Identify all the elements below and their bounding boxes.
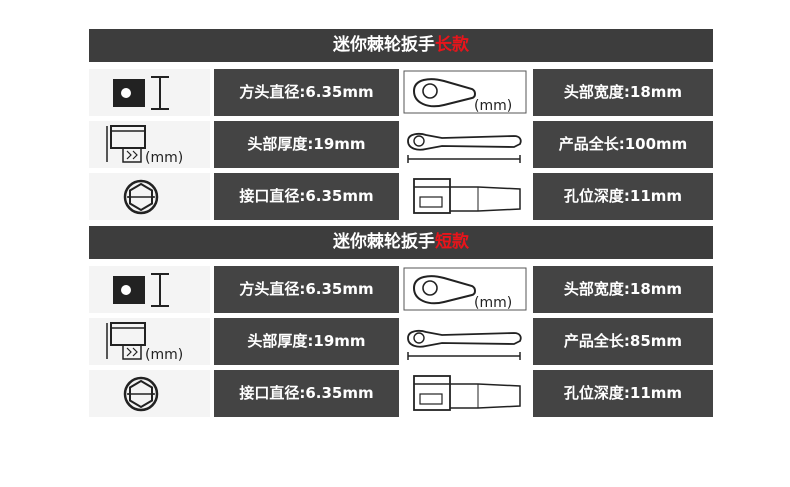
spec-label: 孔位深度:11mm [533, 173, 713, 220]
spec-label: 孔位深度:11mm [533, 370, 713, 417]
section-title-highlight: 长款 [435, 35, 469, 55]
ratchet-head-width-icon: (mm) [402, 69, 530, 116]
svg-text:(mm): (mm) [474, 295, 512, 311]
spec-label: 头部宽度:18mm [533, 69, 713, 116]
ratchet-length-icon [402, 121, 530, 168]
svg-text:(mm): (mm) [145, 150, 183, 166]
section-title-main: 迷你棘轮扳手 [333, 232, 435, 252]
head-thickness-icon: (mm) [89, 121, 210, 168]
ratchet-length-icon [402, 318, 530, 365]
svg-text:(mm): (mm) [474, 98, 512, 114]
section-title-highlight: 短款 [435, 232, 469, 252]
square-drive-icon [89, 266, 210, 313]
ratchet-head-width-icon: (mm) [402, 266, 530, 313]
section-title-main: 迷你棘轮扳手 [333, 35, 435, 55]
spec-label: 头部厚度:19mm [214, 121, 399, 168]
spec-label: 方头直径:6.35mm [214, 69, 399, 116]
spec-label: 产品全长:85mm [533, 318, 713, 365]
socket-hex-icon [89, 173, 210, 220]
hole-depth-icon [402, 173, 530, 220]
spec-label: 接口直径:6.35mm [214, 173, 399, 220]
spec-label: 产品全长:100mm [533, 121, 713, 168]
section-title-long: 迷你棘轮扳手长款 [89, 29, 713, 62]
hole-depth-icon [402, 370, 530, 417]
spec-label: 接口直径:6.35mm [214, 370, 399, 417]
square-drive-icon [89, 69, 210, 116]
spec-label: 头部宽度:18mm [533, 266, 713, 313]
svg-text:(mm): (mm) [145, 347, 183, 363]
head-thickness-icon: (mm) [89, 318, 210, 365]
section-title-short: 迷你棘轮扳手短款 [89, 226, 713, 259]
spec-label: 方头直径:6.35mm [214, 266, 399, 313]
socket-hex-icon [89, 370, 210, 417]
spec-label: 头部厚度:19mm [214, 318, 399, 365]
